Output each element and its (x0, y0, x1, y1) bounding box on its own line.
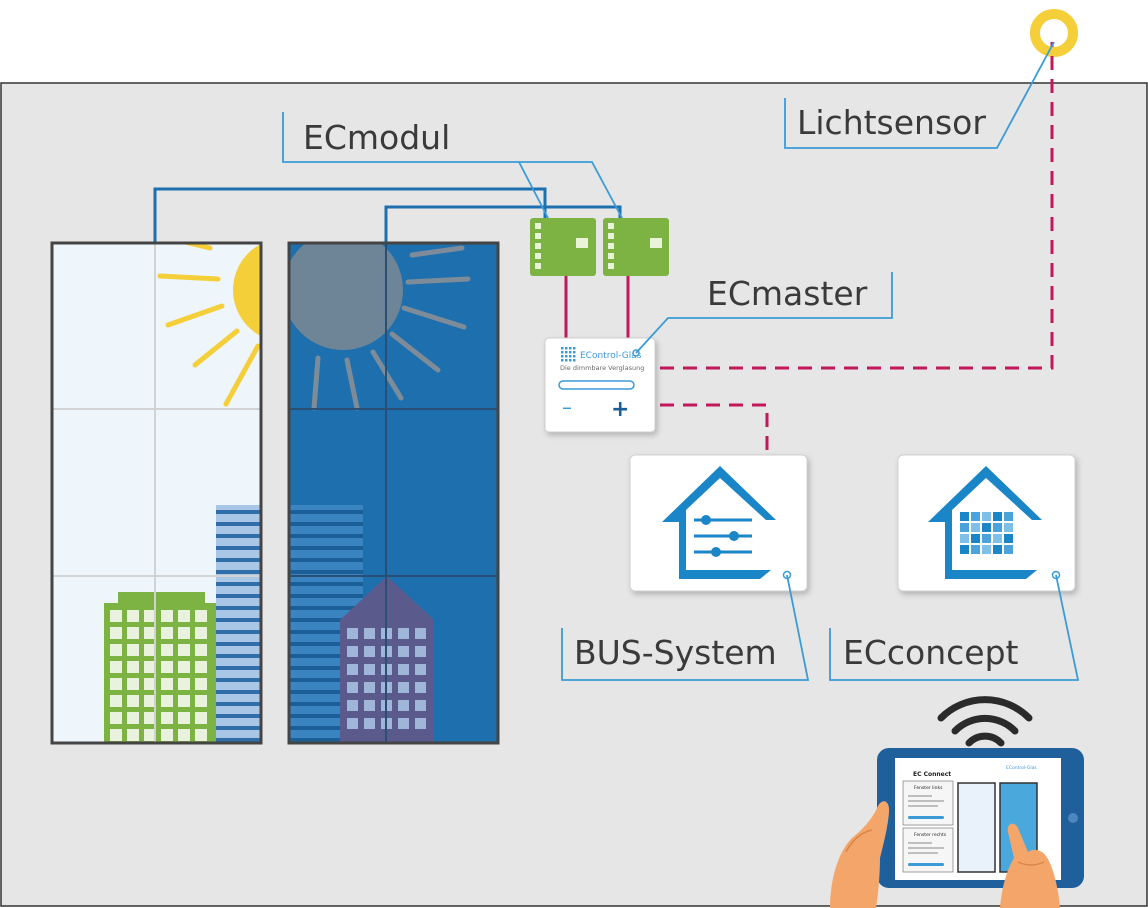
tinted-window (287, 241, 500, 745)
label-ecconcept: ECconcept (843, 633, 1019, 672)
label-ecmaster: ECmaster (707, 274, 868, 313)
left-hand (830, 801, 890, 908)
wifi-icon (937, 696, 1033, 763)
label-ecmodul: ECmodul (303, 118, 450, 157)
tablet-window-clear[interactable] (957, 782, 996, 873)
ec-master-device (544, 337, 656, 433)
ec-module-1 (530, 218, 596, 276)
label-lichtsensor: Lichtsensor (797, 103, 986, 142)
bus-connections (660, 42, 1054, 455)
plus-button[interactable]: + (611, 397, 629, 422)
device-brand: EControl-Glas (580, 351, 642, 361)
house-sliders-icon (662, 466, 776, 579)
tablet-panel-2-title: Fenster rechts (914, 832, 947, 838)
striped-tower (216, 505, 261, 743)
green-building (104, 592, 218, 743)
label-leaders (282, 41, 1080, 681)
module-master-wires (564, 276, 630, 340)
ecconcept-box (897, 454, 1076, 592)
sun-icon (157, 243, 261, 407)
house-grid-icon (928, 466, 1042, 579)
clear-window (50, 241, 263, 745)
device-tagline: Die dimmbare Verglasung (560, 364, 644, 372)
ec-master-face: EControl-Glas Die dimmbare Verglasung – … (558, 347, 644, 422)
right-hand (1000, 823, 1060, 908)
tablet-panel-1-title: Fenster links (914, 785, 943, 791)
dimmer-slider[interactable] (558, 380, 635, 390)
purple-building (340, 576, 434, 743)
light-sensor-icon (1030, 9, 1078, 57)
bus-system-box (629, 454, 808, 592)
tablet-app-title: EC Connect (913, 771, 951, 778)
tablet: EC Connect EControl-Glas Fenster links F… (877, 748, 1084, 888)
ec-module-2 (603, 218, 669, 276)
minus-button[interactable]: – (562, 395, 572, 419)
label-bus-system: BUS-System (574, 633, 777, 672)
tablet-brand: EControl-Glas (1006, 765, 1037, 771)
